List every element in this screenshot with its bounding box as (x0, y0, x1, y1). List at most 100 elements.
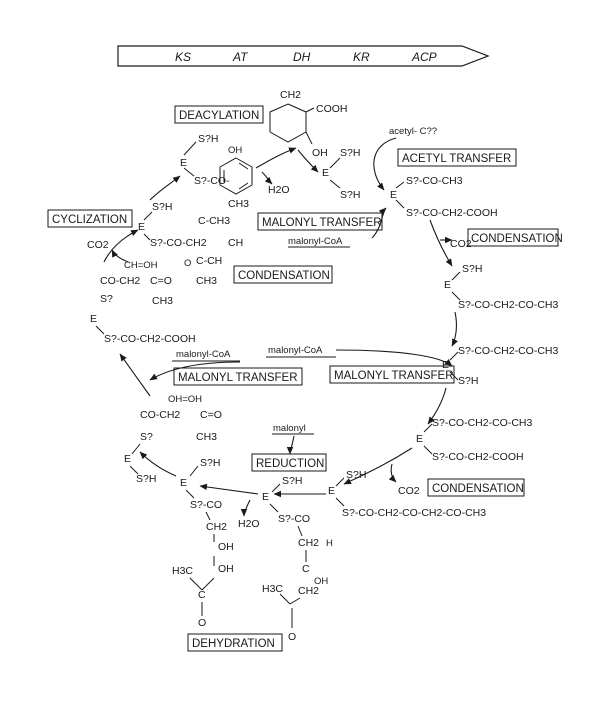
red-c: C (302, 563, 310, 575)
arrow-lm-to-cy (103, 229, 139, 263)
e-acetyl: E (390, 189, 397, 201)
red-o: O (288, 631, 296, 643)
malonyl-transfer-mid-box (329, 365, 455, 384)
condensation-1-label: CONDENSATION (471, 233, 563, 245)
domain-kr: KR (353, 50, 370, 64)
ring-cooh-label: COOH (316, 103, 348, 115)
chain-pre-cond2-bottom: S?-CO-CH2-COOH (432, 451, 524, 463)
bond-center-top (329, 157, 341, 169)
lm-e: E (90, 313, 97, 325)
benzene-inner-1 (238, 162, 249, 170)
bond-dehyd-top (189, 465, 199, 477)
arrow-co2-left (111, 249, 129, 263)
arrow-h2o-bottom (240, 499, 251, 517)
cy-ch3: CH3 (196, 275, 217, 287)
sh-cond1: S?H (462, 263, 482, 275)
deacylation-label: DEACYLATION (179, 110, 259, 122)
ll-s: S? (140, 431, 153, 443)
arrow-dehyd-to-ll (139, 451, 177, 477)
condensation-1-product: S?H E S?-CO-CH2-CO-CH3 (444, 263, 559, 311)
chain-cond2-long: S?-CO-CH2-CO-CH2-CO-CH3 (342, 507, 486, 519)
acetyl-reagent: acetyl- C?? (389, 126, 437, 137)
e-cond2: E (328, 485, 335, 497)
e-deacyl: E (180, 157, 187, 169)
dehyd-ch2: CH2 (206, 521, 227, 533)
ll-ch3: CH3 (196, 431, 217, 443)
lm-c-eq-o: C=O (150, 275, 172, 287)
benzene-ring (219, 157, 253, 195)
cy-o: O (184, 258, 191, 269)
ring-ch2-label: CH2 (280, 89, 301, 101)
benzene-ch3-label: CH3 (228, 198, 249, 210)
central-enzyme: S?H E S?H (322, 147, 360, 201)
ll-e: E (124, 453, 131, 465)
domain-ks: KS (175, 50, 191, 64)
bond-pre2-top (423, 423, 433, 433)
pre-condensation-2: S?-CO-CH2-CO-CH3 E S?-CO-CH2-COOH (416, 417, 533, 463)
arrow-red-to-dehyd (199, 483, 259, 495)
sh-right: S?H (458, 375, 478, 387)
arrow-malonyl-left (149, 361, 241, 381)
step-labels: DEACYLATION ACETYL TRANSFER MALONYL TRAN… (47, 105, 563, 652)
aromatic-intermediate: E S?H S?-CO- OH CH3 (180, 133, 253, 210)
dehyd-oh: OH (218, 541, 234, 553)
bond-dehyd-h3c (189, 577, 203, 591)
sh-red: S?H (282, 475, 302, 487)
domain-at: AT (232, 50, 249, 64)
sh-deacyl: S?H (198, 133, 218, 145)
lm-ch3: CH3 (152, 295, 173, 307)
bond-ll-e-sh (129, 465, 139, 475)
arrow-ring-to-center (297, 149, 319, 173)
co2-right: CO2 (450, 238, 472, 250)
arrow-to-cond1 (429, 219, 453, 267)
bond-cond2-top (335, 477, 345, 487)
ring-cooh-bond (305, 107, 315, 113)
bond-ll-s-e (131, 443, 141, 455)
dehyd-h3c: H3C (172, 565, 193, 577)
bond-acetyl-bottom (395, 199, 405, 209)
cyclization-box (47, 209, 133, 228)
e-dehyd: E (180, 477, 187, 489)
bond-cy-top (143, 211, 153, 221)
domain-acp: ACP (411, 50, 437, 64)
bond-cond2-bottom (335, 497, 345, 507)
condensation-2-product: S?H E S?-CO-CH2-CO-CH2-CO-CH3 (328, 469, 486, 519)
e-cond1: E (444, 279, 451, 291)
malonyl-transfer-left-box (173, 367, 303, 386)
bond-right-top (449, 351, 459, 361)
condensation-2-label: CONDENSATION (432, 483, 524, 495)
bond-dehyd-bottom (185, 489, 195, 499)
deacylation-box (174, 105, 264, 124)
arrow-malonyl-reduction (286, 435, 295, 455)
reagents: acetyl- C?? malonyl-CoA malonyl-CoA malo… (87, 126, 472, 530)
lm-co-ch2: CO-CH2 (100, 275, 140, 287)
condensation-left-box (233, 265, 333, 284)
s-co-red: S?-CO (278, 513, 310, 525)
bond-red-chain-1 (297, 525, 303, 537)
red-h3c: H3C (262, 583, 283, 595)
bond-e-sh-deacyl (183, 141, 197, 156)
lm-s: S? (100, 293, 113, 305)
domain-bar: KS AT DH KR ACP (117, 45, 490, 67)
red-oh: OH (314, 576, 328, 587)
arrow-cond1-to-right (451, 311, 458, 347)
arrow-malonyl-top (371, 207, 387, 239)
ring-oh-label: OH (312, 147, 328, 159)
domain-dh: DH (293, 50, 311, 64)
arrow-h2o-top (261, 171, 273, 185)
cy-s-co-ch2: S?-CO-CH2 (150, 237, 207, 249)
co2-left: CO2 (87, 239, 109, 251)
bond-red-h3c (279, 593, 291, 605)
malonyl-right-product: S?-CO-CH2-CO-CH3 E S?H (442, 345, 559, 387)
dehydration-label: DEHYDRATION (192, 638, 275, 650)
sh-center-top: S?H (340, 147, 360, 159)
reduction-label: REDUCTION (256, 458, 324, 470)
reaction-arrows (103, 137, 458, 517)
bond-lm-e-s (95, 325, 105, 335)
e-center: E (322, 167, 329, 179)
malonyl-transfer-mid-label: MALONYL TRANSFER (334, 370, 454, 382)
bond-cond1-top (451, 271, 461, 281)
condensation-left-label: CONDENSATION (238, 270, 330, 282)
condensation-2-box (427, 478, 525, 497)
dehyd-oh-2: OH (218, 563, 234, 575)
